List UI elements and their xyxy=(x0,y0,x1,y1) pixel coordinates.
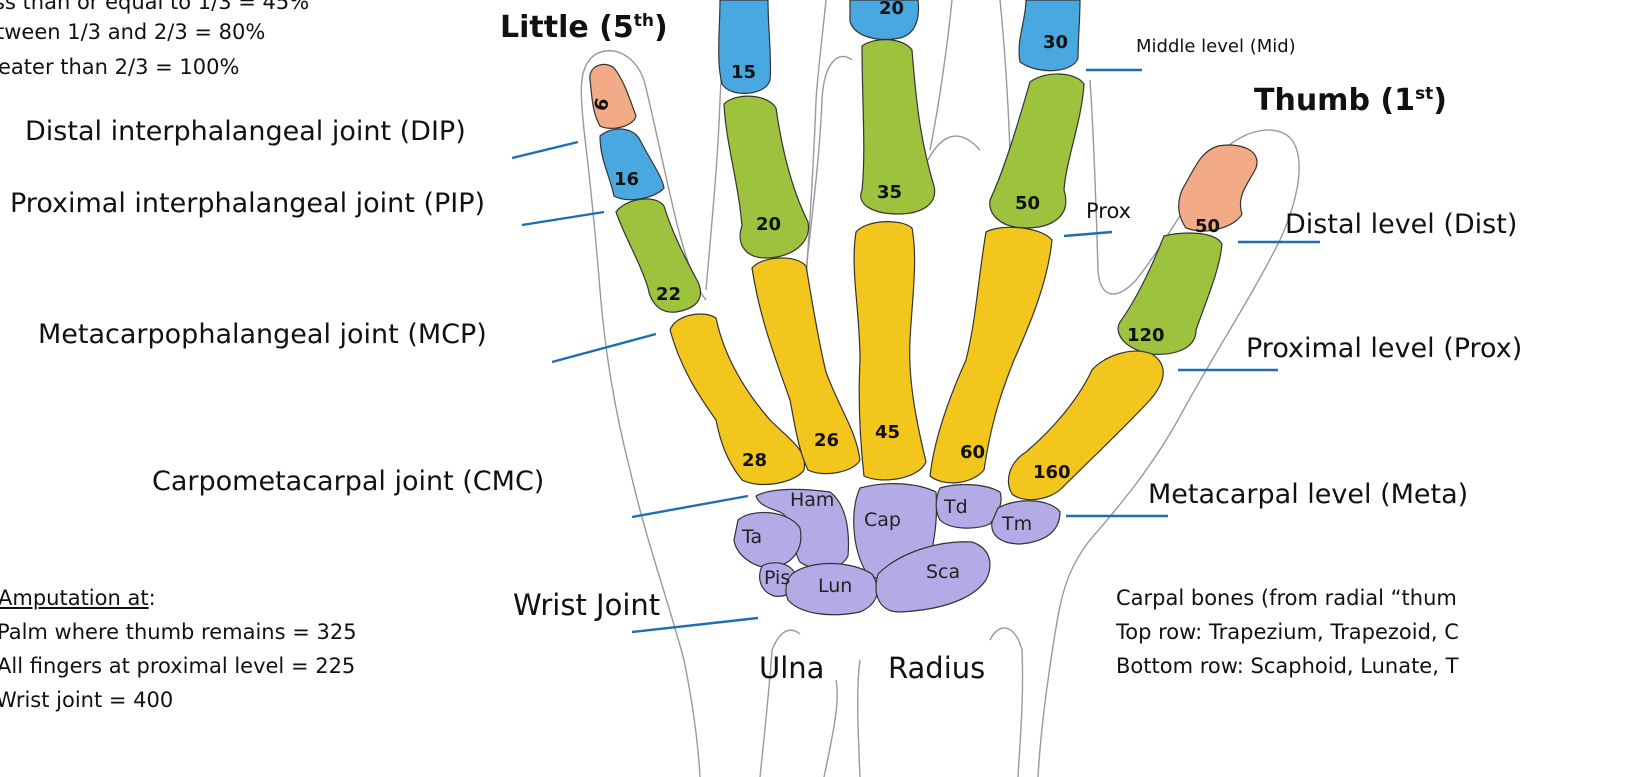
carpal-note-line-3: Bottom row: Scaphoid, Lunate, T xyxy=(1116,656,1458,677)
value-ring-middle: 15 xyxy=(731,62,756,83)
label-pip: Proximal interphalangeal joint (PIP) xyxy=(10,190,485,217)
value-index-proximal: 50 xyxy=(1015,193,1040,214)
value-little-proximal: 22 xyxy=(656,284,681,305)
value-ring-meta: 26 xyxy=(814,430,839,451)
amputation-item-3: Wrist joint = 400 xyxy=(0,690,173,711)
value-index-middle: 30 xyxy=(1043,32,1068,53)
label-proximal-level: Proximal level (Prox) xyxy=(1246,335,1522,362)
value-thumb-meta: 160 xyxy=(1033,462,1071,483)
amputation-item-1: Palm where thumb remains = 325 xyxy=(0,622,357,643)
carpal-label-lun: Lun xyxy=(818,575,852,597)
value-little-middle: 16 xyxy=(614,169,639,190)
value-middle-proximal: 35 xyxy=(877,182,902,203)
amputation-item-2: All fingers at proximal level = 225 xyxy=(0,656,355,677)
carpal-bones xyxy=(734,484,1060,615)
amputation-heading: Amputation at: xyxy=(0,588,156,609)
label-cmc: Carpometacarpal joint (CMC) xyxy=(152,468,544,495)
label-metacarpal-level: Metacarpal level (Meta) xyxy=(1148,481,1468,508)
carpal-label-td: Td xyxy=(943,496,968,518)
value-index-meta: 60 xyxy=(960,442,985,463)
value-little-meta: 28 xyxy=(742,450,767,471)
label-ulna: Ulna xyxy=(759,654,824,683)
label-prox-short: Prox xyxy=(1086,201,1131,222)
value-middle-middle: 20 xyxy=(879,0,904,19)
carpal-label-cap: Cap xyxy=(864,509,901,531)
label-radius: Radius xyxy=(888,654,985,683)
finger-title-thumb: Thumb (1st) xyxy=(1254,86,1447,116)
value-ring-proximal: 20 xyxy=(756,214,781,235)
label-mcp: Metacarpophalangeal joint (MCP) xyxy=(38,321,487,348)
finger-title-little: Little (5th) xyxy=(500,13,668,43)
proximal-phalanges xyxy=(616,40,1222,355)
carpal-label-ta: Ta xyxy=(741,526,762,548)
label-middle-level: Middle level (Mid) xyxy=(1136,38,1296,56)
carpal-note-line-1: Carpal bones (from radial “thum xyxy=(1116,588,1457,609)
label-dip: Distal interphalangeal joint (DIP) xyxy=(25,118,466,145)
carpal-label-tm: Tm xyxy=(1001,513,1032,535)
label-distal-level: Distal level (Dist) xyxy=(1285,211,1517,238)
carpal-label-sca: Sca xyxy=(926,561,960,583)
carpal-label-ham: Ham xyxy=(790,489,834,511)
label-wrist-joint: Wrist Joint xyxy=(513,591,660,620)
carpal-label-pis: Pis xyxy=(764,567,790,589)
value-thumb-distal: 50 xyxy=(1195,216,1220,237)
value-middle-meta: 45 xyxy=(875,422,900,443)
legend-line-1: ss than or equal to 1/3 = 45% xyxy=(0,0,309,13)
carpal-note-line-2: Top row: Trapezium, Trapezoid, C xyxy=(1116,622,1459,643)
value-thumb-proximal: 120 xyxy=(1127,325,1165,346)
legend-line-2: tween 1/3 and 2/3 = 80% xyxy=(0,22,265,43)
legend-line-3: eater than 2/3 = 100% xyxy=(0,57,239,78)
